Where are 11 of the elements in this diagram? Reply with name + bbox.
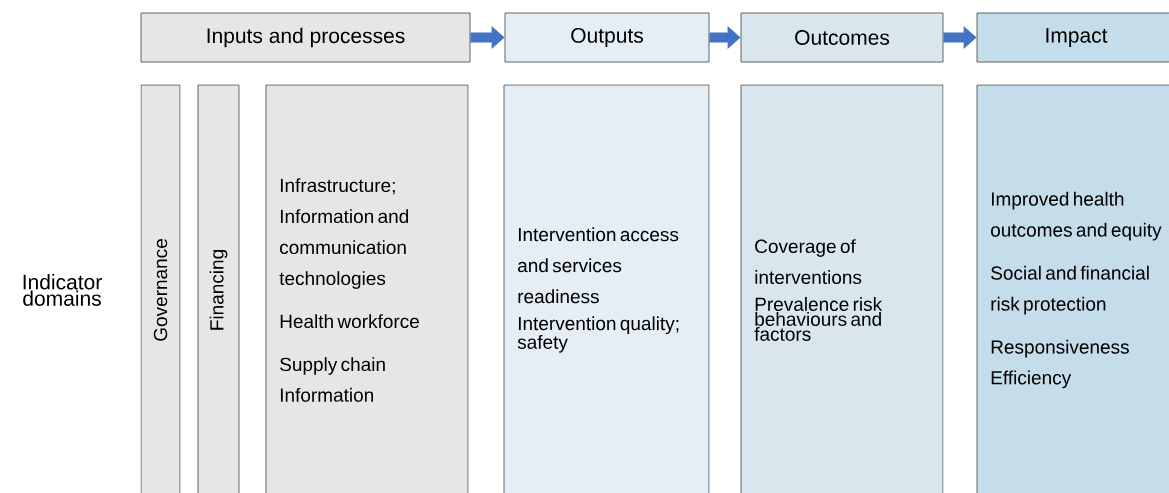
stage-box: Inputs and processes [140, 12, 471, 63]
domain-bar: Governance [140, 84, 181, 493]
domain-box: Infrastructure; Information and communication technologies Health workforce Supply chain Information [265, 84, 469, 493]
domain-box: Improved health outcomes and equity Social and financial risk protection Responsiveness Efficiency [976, 84, 1169, 493]
domain-bar: Financing [197, 84, 240, 493]
stage-box: Impact [976, 12, 1169, 63]
stage-box: Outputs [504, 12, 710, 63]
stage-box: Outcomes [740, 12, 944, 63]
row-label: Indicator domains [23, 274, 102, 306]
domain-box: Intervention access and services readiness Intervention quality; safety [503, 84, 710, 493]
domain-box: Coverage of interventions Prevalence risk behaviours and factors [740, 84, 944, 493]
